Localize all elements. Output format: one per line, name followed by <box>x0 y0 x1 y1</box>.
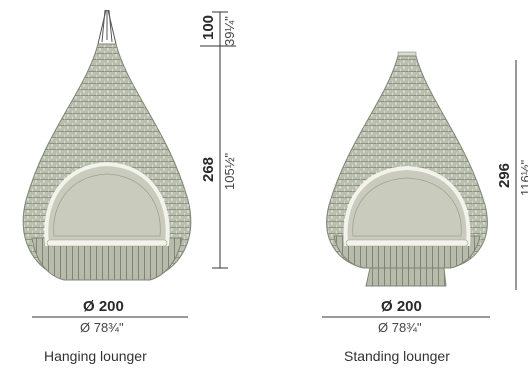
hanging-pod-base <box>31 237 183 281</box>
hanging-diameter-in: Ø 78¾" <box>80 320 124 335</box>
standing-diameter-in: Ø 78¾" <box>378 320 422 335</box>
hanging-caption: Hanging lounger <box>44 348 147 364</box>
hanging-lounger-drawing <box>22 9 192 281</box>
standing-seat-ledge <box>345 239 469 247</box>
standing-height-cm: 296 <box>496 162 513 188</box>
suspension-rope <box>97 9 117 45</box>
hanging-body-height-cm: 268 <box>200 156 217 182</box>
standing-pod-top-cap <box>397 51 417 57</box>
standing-pod-stand <box>365 267 447 287</box>
hanging-seat-ledge <box>46 239 168 247</box>
standing-diameter-cm: Ø 200 <box>381 298 422 315</box>
hanging-top-height-in: 39¼" <box>222 16 237 46</box>
hanging-diameter-cm: Ø 200 <box>83 298 124 315</box>
standing-cushion <box>352 177 462 237</box>
dimension-lines <box>32 11 517 318</box>
standing-height-in: 116½" <box>518 159 528 196</box>
hanging-top-height-cm: 100 <box>200 14 217 40</box>
hanging-cushion <box>53 173 161 237</box>
standing-lounger-drawing <box>326 51 488 287</box>
standing-caption: Standing lounger <box>344 348 450 364</box>
hanging-body-height-in: 105½" <box>222 152 237 190</box>
